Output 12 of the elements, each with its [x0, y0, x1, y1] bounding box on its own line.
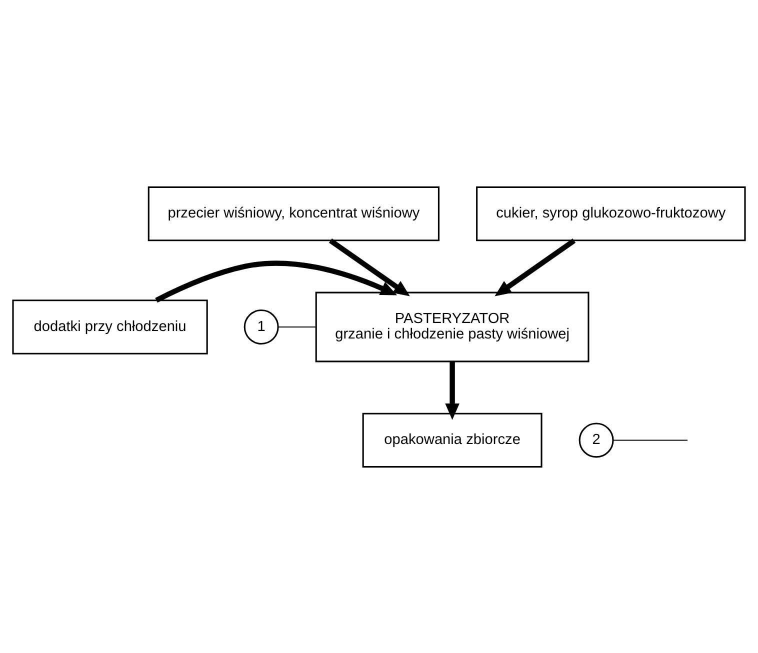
node-box: dodatki przy chłodzeniu [12, 299, 208, 354]
node-box: przecier wiśniowy, koncentrat wiśniowy [148, 186, 440, 241]
connector [278, 326, 316, 328]
node-circle: 2 [578, 422, 614, 458]
node-box: opakowania zbiorcze [362, 412, 542, 468]
connector [614, 439, 688, 440]
arrow [155, 260, 398, 302]
node-circle: 1 [244, 309, 279, 344]
node-box: cukier, syrop glukozowo-fruktozowy [476, 186, 746, 241]
arrow [494, 238, 576, 296]
node-box: PASTERYZATOR grzanie i chłodzenie pasty wiśniowej [315, 291, 590, 362]
arrow [445, 361, 460, 420]
